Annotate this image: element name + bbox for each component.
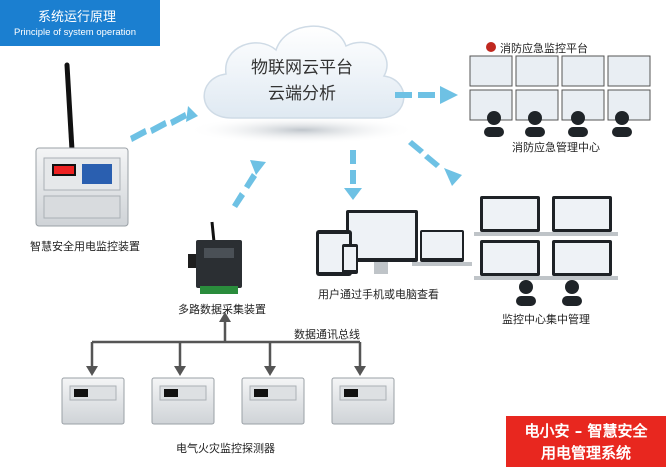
label-detector: 电气火灾监控探测器 — [176, 442, 275, 455]
arrow-collector-to-cloud — [232, 160, 266, 208]
fire-screens — [469, 42, 651, 121]
fire-logo-icon — [486, 42, 496, 52]
cloud — [187, 25, 417, 144]
label-monitor-center: 监控中心集中管理 — [502, 313, 590, 326]
collector — [188, 221, 242, 294]
cloud-line2: 云端分析 — [268, 84, 336, 104]
detectors — [61, 377, 395, 425]
arrow-device-to-cloud — [130, 106, 198, 142]
label-smart-device: 智慧安全用电监控装置 — [30, 240, 140, 253]
fire-people-icons — [484, 111, 632, 137]
monitor-people-icons — [516, 280, 582, 306]
smart-device — [35, 62, 129, 227]
cloud-line1: 物联网云平台 — [251, 58, 353, 78]
arrow-cloud-to-fire — [395, 86, 458, 104]
brand-line1: 电小安 – 智慧安全 — [524, 422, 648, 440]
title-zh: 系统运行原理 — [38, 10, 117, 25]
arrow-cloud-to-monitor — [408, 140, 462, 186]
label-collector: 多路数据采集装置 — [178, 303, 266, 316]
label-user-view: 用户通过手机或电脑查看 — [318, 288, 439, 301]
title-en: Principle of system operation — [14, 27, 136, 38]
brand-line2: 用电管理系统 — [540, 444, 631, 462]
title-box: 系统运行原理 Principle of system operation — [0, 0, 160, 46]
label-fire-platform: 消防应急监控平台 — [500, 42, 588, 55]
user-devices — [316, 210, 472, 276]
label-fire-center: 消防应急管理中心 — [512, 141, 600, 154]
label-bus: 数据通讯总线 — [294, 328, 360, 341]
monitor-laptops — [474, 196, 618, 280]
bus-lines — [86, 312, 366, 376]
brand-box: 电小安 – 智慧安全 用电管理系统 — [506, 416, 666, 467]
arrow-cloud-to-user — [344, 150, 362, 200]
